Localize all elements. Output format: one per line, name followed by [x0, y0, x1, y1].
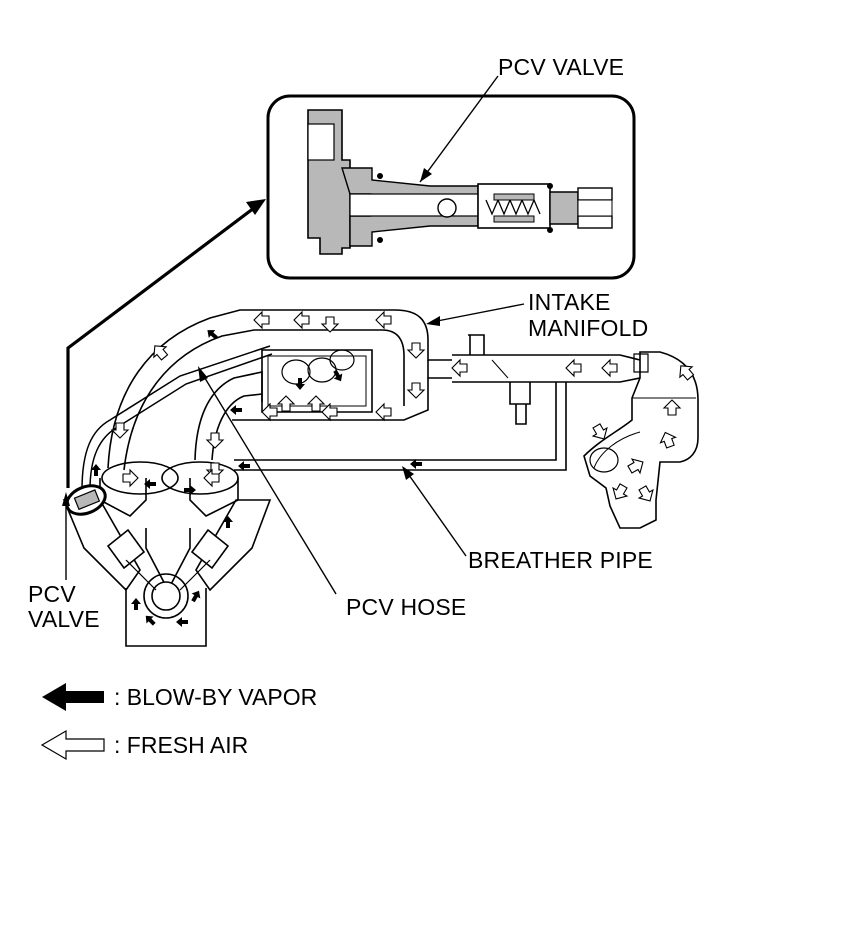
label-pcv-hose: PCV HOSE [346, 594, 467, 620]
legend-fresh-air-text: : FRESH AIR [114, 731, 249, 758]
outline-white-arrow-left-icon [40, 729, 105, 761]
legend-fresh-air: : FRESH AIR [38, 728, 248, 762]
callout-arrowheads [62, 168, 440, 506]
breather-pipe [234, 382, 567, 471]
intake-manifold [107, 309, 699, 529]
callout-leader-lines [65, 75, 525, 595]
solid-black-arrow-left-icon [42, 683, 104, 711]
pcv-valve-detail-inset [266, 94, 636, 280]
label-intake-manifold-line1: INTAKE [528, 289, 611, 315]
inset-pointer-line [66, 203, 259, 488]
engine-block [62, 461, 272, 647]
label-pcv-valve-engine-line1: PCV [28, 581, 76, 607]
legend-blow-by-vapor-text: : BLOW-BY VAPOR [114, 683, 318, 710]
label-pcv-valve-engine-line2: VALVE [28, 606, 100, 632]
inset-pointer-arrowhead [246, 199, 266, 215]
label-pcv-valve-detail: PCV VALVE [498, 54, 625, 80]
pcv-valve-cross-section [307, 109, 613, 255]
label-breather-pipe: BREATHER PIPE [468, 547, 653, 573]
legend-blow-by-vapor: : BLOW-BY VAPOR [38, 680, 317, 714]
label-intake-manifold-line2: MANIFOLD [528, 315, 649, 341]
pcv-valve-engine-location [65, 484, 107, 516]
